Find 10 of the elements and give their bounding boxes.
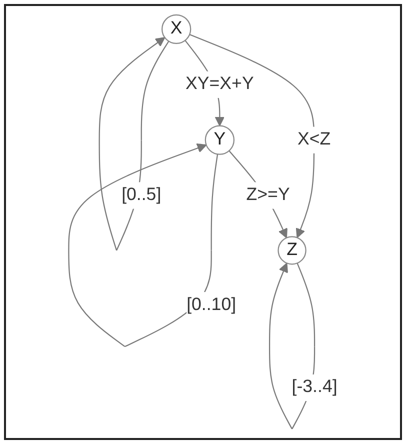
edge-label: [0..10]	[186, 295, 236, 314]
edge-label: X<Z	[297, 130, 331, 149]
node-circle	[278, 236, 306, 265]
edge-label: [-3..4]	[292, 378, 338, 397]
edge-label: [0..5]	[122, 185, 162, 204]
node-circle	[204, 125, 235, 155]
edge-label: XY=X+Y	[186, 74, 254, 94]
edge-label: Z>=Y	[246, 185, 290, 204]
state-diagram: [0..5] XY=X+Y [0..10] X<Z Z>=Y [-3..4] X Y Z	[6, 6, 400, 438]
node-circle	[162, 14, 192, 44]
